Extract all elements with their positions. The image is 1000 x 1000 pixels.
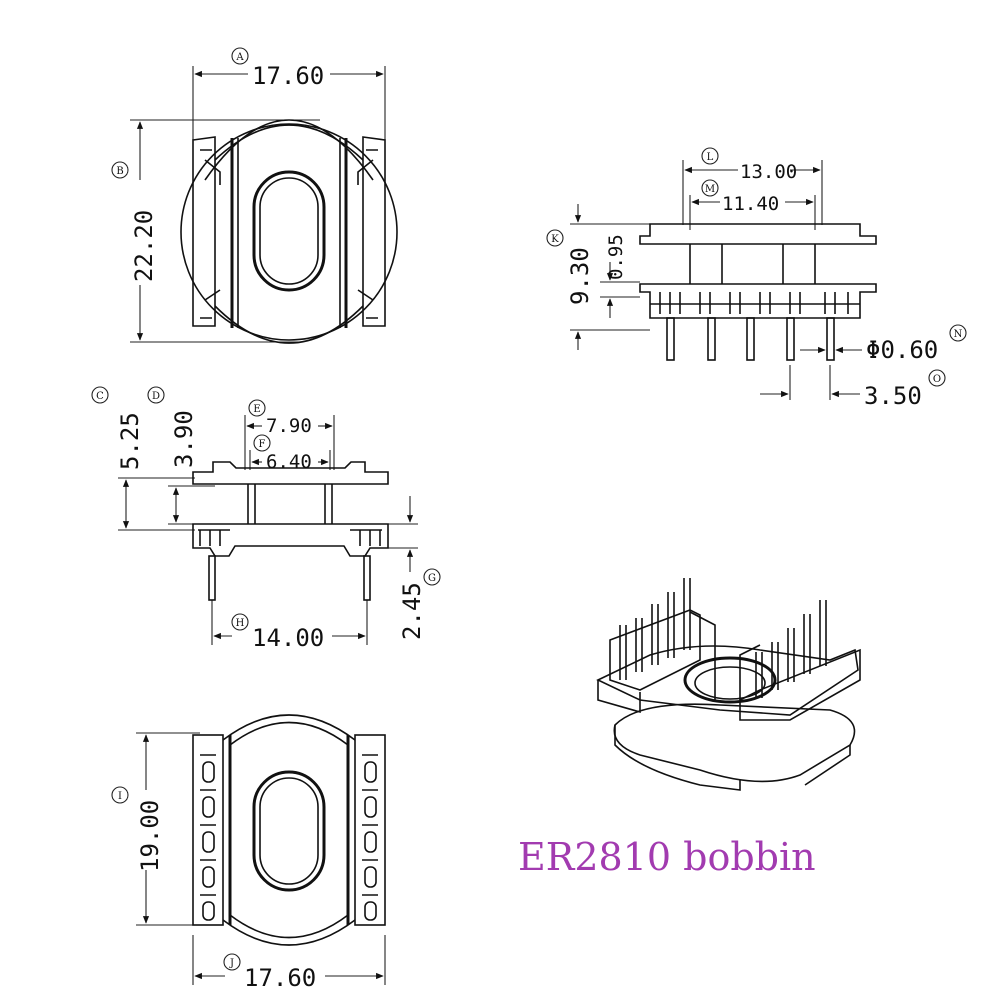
dim-j-value: 17.60: [244, 964, 316, 992]
svg-text:B: B: [116, 166, 123, 177]
svg-text:G: G: [428, 573, 436, 584]
marker-i: I: [111, 786, 129, 804]
svg-text:C: C: [96, 391, 104, 402]
dim-g-value: 2.45: [398, 582, 426, 640]
marker-m: M: [701, 179, 719, 197]
svg-text:A: A: [235, 52, 244, 63]
marker-d: D: [147, 386, 165, 404]
marker-l: L: [701, 147, 719, 165]
dim-d-value: 3.90: [170, 410, 198, 468]
dim-k2-value: 0.95: [605, 234, 627, 280]
marker-e: E: [248, 399, 266, 417]
dim-n-value: Φ0.60: [866, 336, 938, 364]
marker-c: C: [91, 386, 109, 404]
marker-a: A: [231, 47, 249, 65]
dim-i-value: 19.00: [136, 800, 164, 872]
svg-text:N: N: [954, 329, 963, 340]
drawing-title: ER2810 bobbin: [518, 835, 816, 879]
svg-text:E: E: [253, 404, 260, 415]
marker-o: O: [928, 369, 946, 387]
front-view: [118, 415, 418, 645]
svg-text:J: J: [229, 958, 234, 969]
svg-text:D: D: [152, 391, 160, 402]
marker-f: F: [253, 434, 271, 452]
dim-c-value: 5.25: [116, 412, 144, 470]
dim-f-value: 6.40: [266, 451, 312, 473]
dim-l-value: 13.00: [740, 161, 797, 183]
marker-b: B: [111, 161, 129, 179]
svg-text:O: O: [933, 374, 941, 385]
dim-h-value: 14.00: [252, 624, 324, 652]
svg-text:K: K: [551, 234, 559, 245]
dim-m-value: 11.40: [722, 193, 779, 215]
svg-text:L: L: [707, 152, 714, 163]
dimension-labels: A B C D E F G H I J K L M N O 17.60 22.2…: [91, 47, 967, 992]
dim-a-value: 17.60: [252, 62, 324, 90]
marker-j: J: [223, 953, 241, 971]
isometric-view: [596, 578, 861, 791]
svg-text:F: F: [259, 439, 266, 450]
svg-text:M: M: [705, 184, 715, 195]
svg-text:H: H: [236, 618, 245, 629]
marker-k: K: [546, 229, 564, 247]
svg-text:I: I: [118, 791, 122, 802]
side-view: [570, 160, 877, 400]
dim-k-value: 9.30: [566, 247, 594, 305]
dim-e-value: 7.90: [266, 415, 312, 437]
marker-g: G: [423, 568, 441, 586]
dim-b-value: 22.20: [130, 210, 158, 282]
bottom-view: [136, 714, 386, 985]
dim-o-value: 3.50: [864, 382, 922, 410]
marker-h: H: [231, 613, 249, 631]
marker-n: N: [949, 324, 967, 342]
top-view: [130, 66, 398, 344]
